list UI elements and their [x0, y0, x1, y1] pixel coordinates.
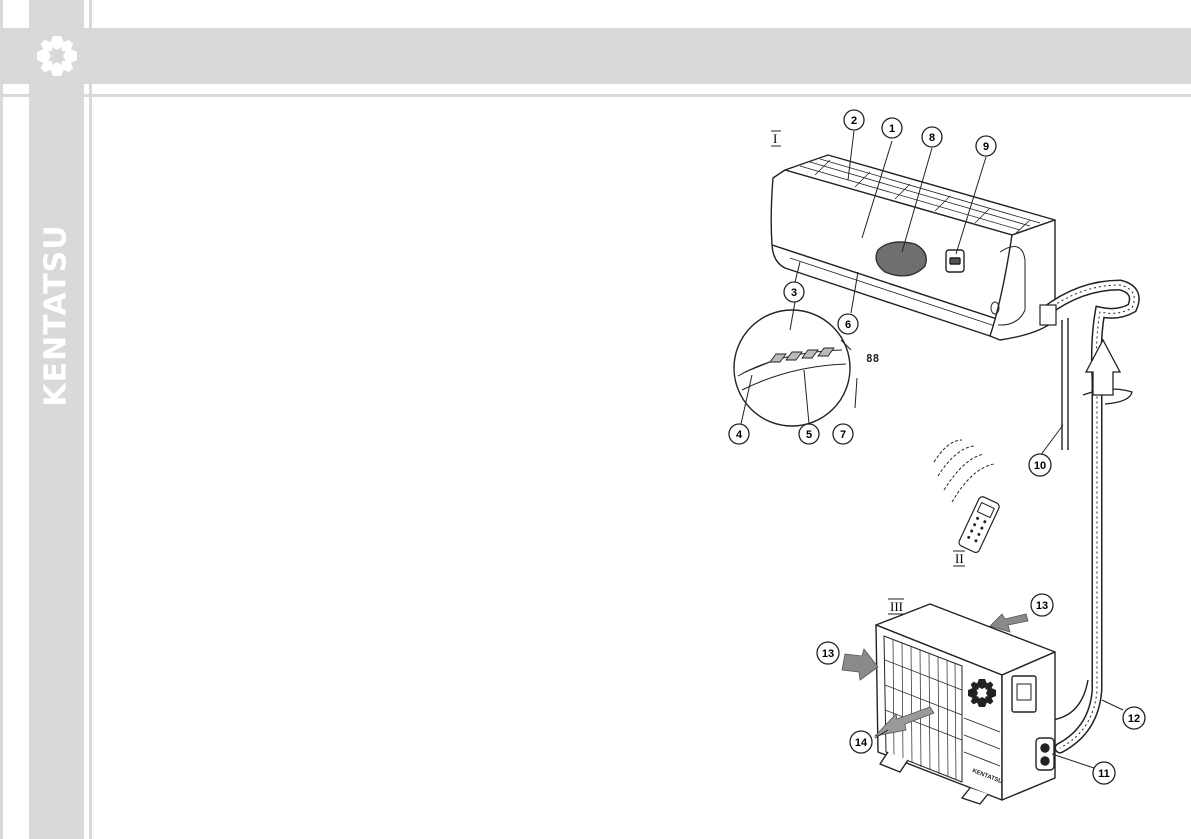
header-band: [0, 28, 1191, 84]
svg-text:7: 7: [840, 429, 846, 441]
callout-2: 2: [843, 109, 865, 131]
content-rule: [89, 0, 92, 839]
svg-text:4: 4: [736, 429, 743, 441]
svg-text:1: 1: [889, 123, 895, 135]
callout-11: 11: [1092, 761, 1116, 785]
svg-text:3: 3: [791, 287, 797, 299]
svg-text:14: 14: [855, 737, 868, 749]
louver-detail-inset: [733, 309, 851, 427]
panel-label-remote: II: [955, 551, 964, 566]
leader-lines: [740, 130, 1124, 769]
outdoor-logo-icon: [968, 679, 996, 707]
callout-10: 10: [1028, 453, 1052, 477]
callout-12: 12: [1122, 706, 1146, 730]
header-divider: [0, 94, 1191, 97]
callout-9: 9: [975, 135, 997, 157]
callout-circles: 1 2 3 4 5 6 7 8 9 10 11 12 13 13 14: [728, 109, 1146, 785]
callout-4: 4: [728, 423, 750, 445]
svg-text:8: 8: [929, 132, 935, 144]
callout-13-left: 13: [816, 641, 840, 665]
kentatsu-flower-logo-icon: [36, 36, 77, 76]
svg-text:5: 5: [806, 429, 812, 441]
callout-14: 14: [849, 730, 873, 754]
callout-6: 6: [837, 313, 859, 335]
svg-text:13: 13: [1036, 600, 1048, 612]
connecting-pipes: [1027, 279, 1140, 754]
display-digits: 88: [866, 352, 879, 365]
callout-7: 7: [832, 423, 854, 445]
callout-5: 5: [798, 423, 820, 445]
remote-control: [933, 439, 1000, 553]
indoor-unit: [770, 154, 1056, 341]
svg-text:10: 10: [1034, 460, 1046, 472]
callout-8: 8: [921, 126, 943, 148]
outdoor-unit: [875, 603, 1056, 805]
panel-label-outdoor: III: [890, 599, 903, 614]
callout-3: 3: [783, 281, 805, 303]
svg-text:11: 11: [1098, 768, 1110, 780]
svg-text:2: 2: [851, 115, 857, 127]
svg-text:12: 12: [1128, 713, 1140, 725]
callout-13-right: 13: [1030, 593, 1054, 617]
panel-label-indoor: I: [773, 131, 777, 146]
remote-signal-icon: [933, 439, 995, 503]
left-rule: [0, 0, 3, 839]
svg-text:13: 13: [822, 648, 834, 660]
sidebar: [29, 0, 84, 839]
svg-text:9: 9: [983, 141, 989, 153]
airflow-arrow-icon: [841, 613, 1029, 737]
svg-text:6: 6: [845, 319, 851, 331]
callout-1: 1: [881, 117, 903, 139]
logo-box: [29, 28, 84, 84]
